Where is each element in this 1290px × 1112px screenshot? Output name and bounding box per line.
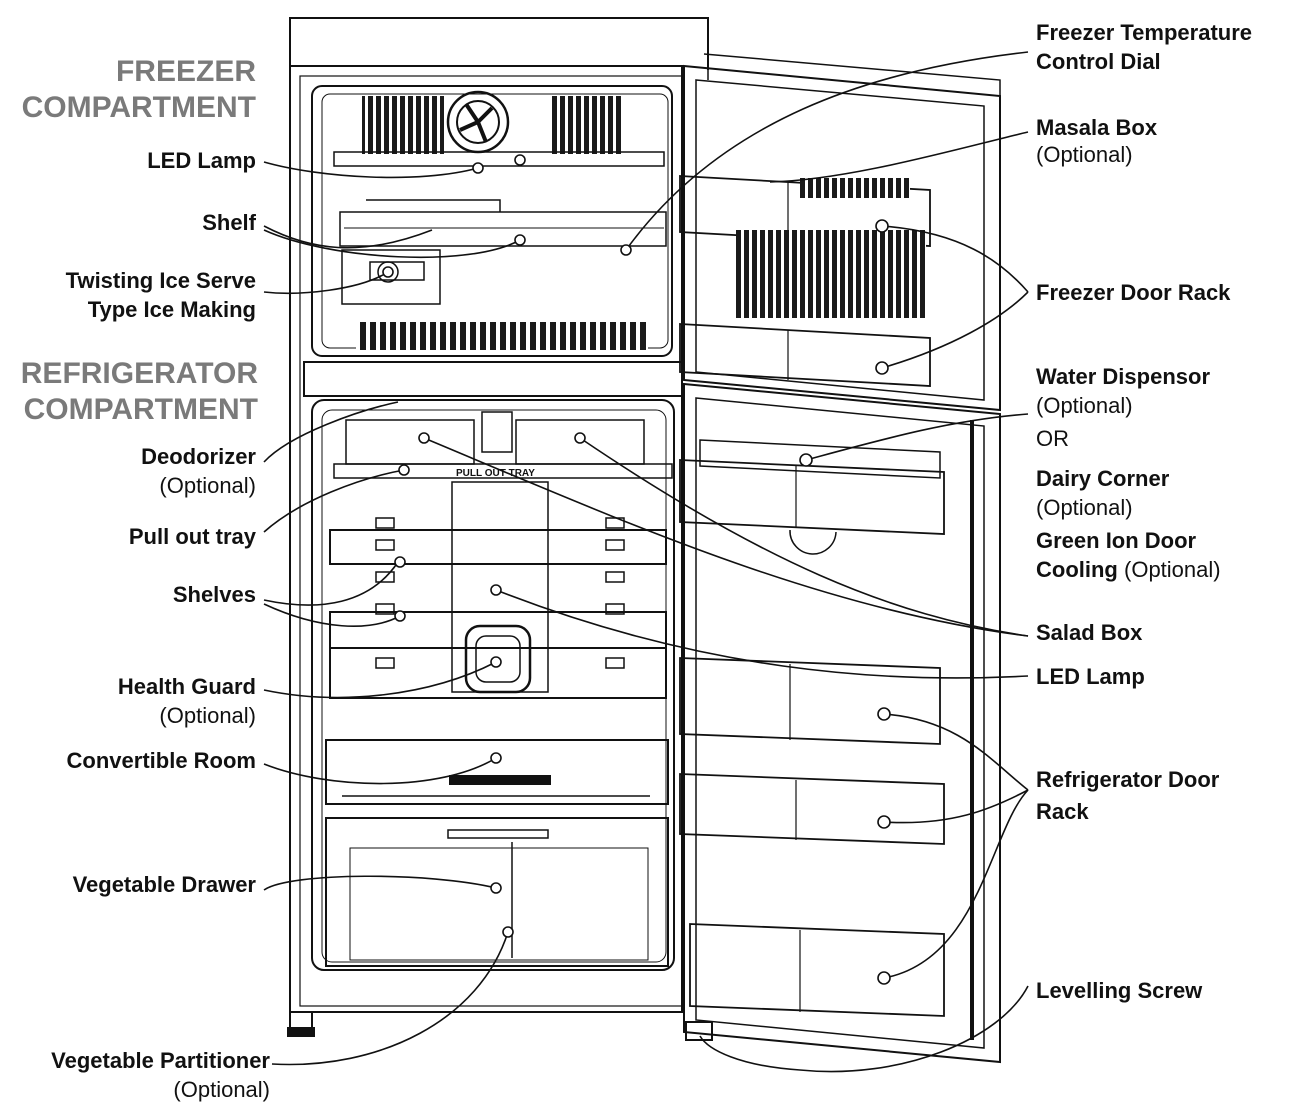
heading-line: COMPARTMENT bbox=[21, 91, 256, 124]
label-shelf: Shelf bbox=[202, 210, 256, 235]
refrigerator-heading: REFRIGERATOR COMPARTMENT bbox=[0, 356, 258, 428]
fridge-door bbox=[679, 382, 1001, 1064]
heading-line: REFRIGERATOR bbox=[20, 357, 258, 390]
heading-line: COMPARTMENT bbox=[23, 393, 258, 426]
label-vegetable-partitioner: Vegetable Partitioner (Optional) bbox=[51, 1048, 270, 1102]
heading-line: FREEZER bbox=[115, 55, 256, 88]
callout-dots bbox=[382, 154, 891, 985]
fridge-body bbox=[287, 17, 709, 1037]
label-freezer-door-rack: Freezer Door Rack bbox=[1036, 280, 1231, 305]
label-pull-out-tray: Pull out tray bbox=[128, 524, 256, 549]
label-health-guard: Health Guard (Optional) bbox=[117, 674, 256, 728]
label-vegetable-drawer: Vegetable Drawer bbox=[72, 872, 256, 897]
label-convertible-room: Convertible Room bbox=[66, 748, 256, 773]
or-text: OR bbox=[1036, 426, 1069, 451]
label-dairy-corner: Dairy Corner (Optional) bbox=[1036, 466, 1170, 520]
label-masala-box: Masala Box (Optional) bbox=[1036, 115, 1158, 167]
label-shelves: Shelves bbox=[172, 582, 256, 607]
label-water-dispensor: Water Dispensor (Optional) OR bbox=[1036, 364, 1211, 451]
pull-out-tray-text: PULL OUT TRAY bbox=[456, 468, 535, 479]
label-refrigerator-door-rack: Refrigerator Door Rack bbox=[1036, 767, 1220, 824]
label-levelling-screw: Levelling Screw bbox=[1036, 978, 1203, 1003]
leader-lines bbox=[263, 51, 1029, 1073]
label-salad-box: Salad Box bbox=[1036, 620, 1143, 645]
label-freezer-temp-dial: Freezer Temperature Control Dial bbox=[1036, 20, 1253, 74]
label-led-lamp-freezer: LED Lamp bbox=[147, 148, 256, 173]
label-deodorizer: Deodorizer (Optional) bbox=[141, 444, 256, 498]
label-ice-making: Twisting Ice Serve Type Ice Making bbox=[65, 268, 256, 322]
label-led-lamp-fridge: LED Lamp bbox=[1036, 664, 1145, 689]
freezer-heading: FREEZER COMPARTMENT bbox=[0, 54, 256, 126]
optional-inline: (Optional) bbox=[1124, 557, 1221, 582]
freezer-door bbox=[679, 53, 1001, 412]
green-ion-line2: Cooling bbox=[1036, 557, 1118, 582]
label-green-ion: Green Ion Door Cooling (Optional) bbox=[1036, 528, 1221, 582]
